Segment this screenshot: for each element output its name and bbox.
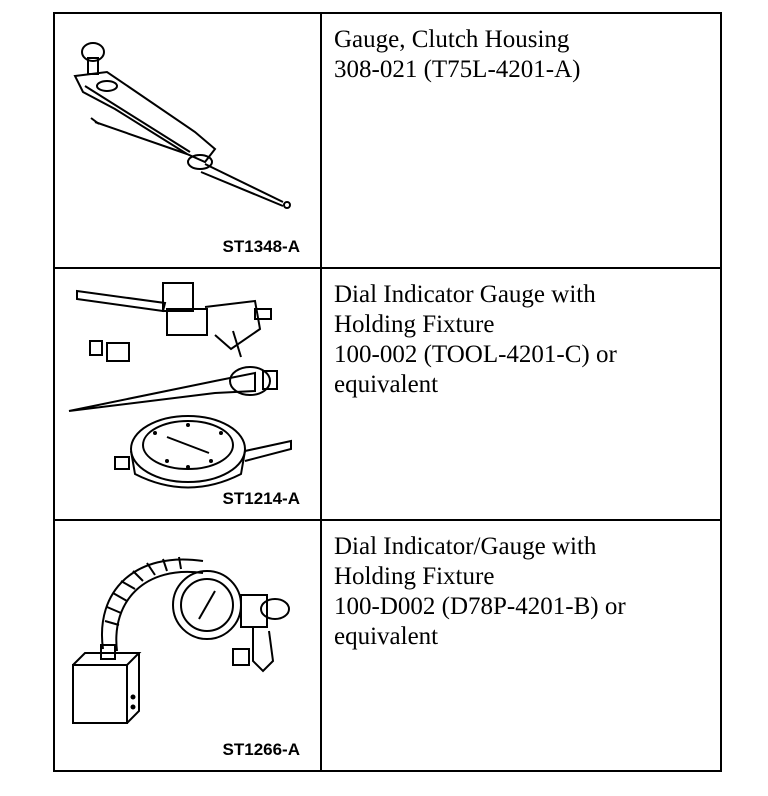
tool-name: Gauge, Clutch Housing (334, 26, 570, 53)
figure-code: ST1266-A (222, 740, 300, 759)
tool-name-cont: Holding Fixture (334, 311, 495, 338)
tool-name: Dial Indicator/Gauge with (334, 533, 597, 560)
figure-code: ST1348-A (222, 237, 300, 256)
figure-code: ST1214-A (222, 489, 300, 508)
tool-table: ST1348-A Gauge, Clutch Housing 308-021 (… (53, 12, 722, 772)
tool-number: 308-021 (T75L-4201-A) (334, 56, 581, 83)
tool-description-2: Dial Indicator Gauge with Holding Fixtur… (322, 269, 720, 521)
tool-number: 100-D002 (D78P-4201-B) or (334, 593, 626, 620)
tool-equivalent: equivalent (334, 371, 439, 398)
tool-description-1: Gauge, Clutch Housing 308-021 (T75L-4201… (322, 14, 720, 269)
tool-description-3: Dial Indicator/Gauge with Holding Fixtur… (322, 521, 720, 770)
clutch-housing-gauge-icon (73, 42, 291, 209)
tool-number: 100-002 (TOOL-4201-C) or (334, 341, 617, 368)
tool-equivalent: equivalent (334, 623, 439, 650)
tool-name-cont: Holding Fixture (334, 563, 495, 590)
tool-image-cell-2: ST1214-A (55, 269, 322, 521)
tool-name: Dial Indicator Gauge with (334, 281, 596, 308)
dial-indicator-fixture-icon (68, 282, 292, 489)
tool-image-cell-3: ST1266-A (55, 521, 322, 770)
tool-image-cell-1: ST1348-A (55, 14, 322, 269)
magnetic-base-dial-indicator-icon (72, 556, 290, 724)
